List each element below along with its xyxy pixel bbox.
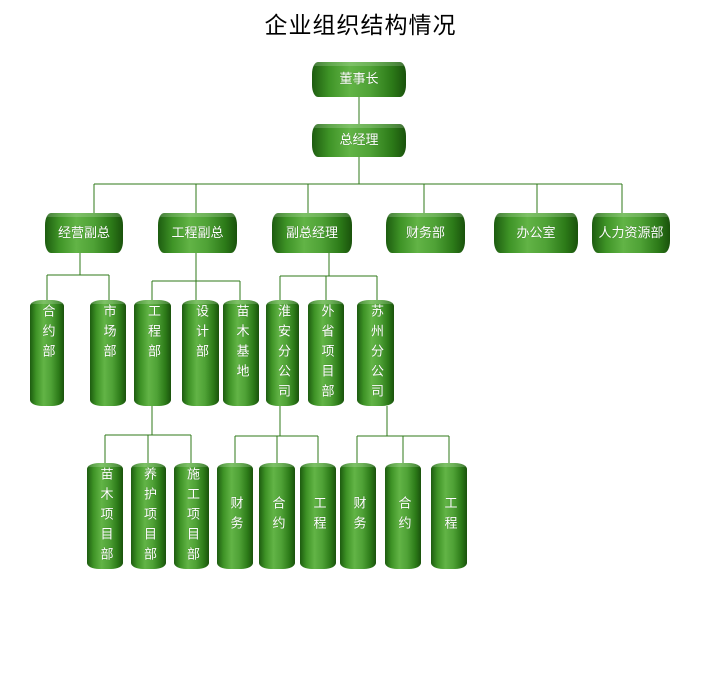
node-market-dept: 市场部 <box>90 300 126 406</box>
node-engineering-vp: 工程副总 <box>158 213 237 253</box>
node-design-dept: 设计部 <box>182 300 219 406</box>
node-contract-dept: 合约部 <box>30 300 64 406</box>
node-maintenance-project-dept: 养护项目部 <box>131 463 166 569</box>
node-office: 办公室 <box>494 213 578 253</box>
node-label: 设计部 <box>193 304 208 364</box>
node-nursery-base: 苗木基地 <box>223 300 259 406</box>
node-label: 外省项目部 <box>318 304 334 404</box>
chart-title: 企业组织结构情况 <box>264 13 457 39</box>
node-suzhou-contract: 合约 <box>385 463 421 569</box>
node-chairman: 董事长 <box>312 62 406 97</box>
node-hr-dept: 人力资源部 <box>592 213 670 253</box>
node-label: 合约 <box>269 496 285 536</box>
node-label: 苗木项目部 <box>97 467 113 567</box>
node-label: 淮安分公司 <box>275 304 290 404</box>
node-label: 苗木基地 <box>233 304 249 384</box>
node-construction-project-dept: 施工项目部 <box>174 463 209 569</box>
node-external-project-dept: 外省项目部 <box>308 300 344 406</box>
node-general-manager: 总经理 <box>312 124 406 157</box>
node-suzhou-finance: 财务 <box>340 463 376 569</box>
node-nursery-project-dept: 苗木项目部 <box>87 463 123 569</box>
node-operations-vp: 经营副总 <box>45 213 123 253</box>
node-huaian-engineering: 工程 <box>300 463 336 569</box>
node-label: 合约 <box>395 496 411 536</box>
node-finance-dept: 财务部 <box>386 213 465 253</box>
node-label: 市场部 <box>100 304 116 364</box>
node-label: 合约部 <box>39 304 55 364</box>
node-label: 财务 <box>350 496 366 536</box>
node-suzhou-engineering: 工程 <box>431 463 467 569</box>
node-label: 工程部 <box>145 304 160 364</box>
node-deputy-gm: 副总经理 <box>272 213 352 253</box>
node-suzhou-branch: 苏州分公司 <box>357 300 394 406</box>
node-label: 工程 <box>441 496 457 536</box>
node-huaian-finance: 财务 <box>217 463 253 569</box>
node-label: 苏州分公司 <box>368 304 383 404</box>
node-huaian-branch: 淮安分公司 <box>266 300 299 406</box>
node-huaian-contract: 合约 <box>259 463 295 569</box>
node-label: 施工项目部 <box>184 467 199 567</box>
node-engineering-dept: 工程部 <box>134 300 171 406</box>
node-label: 工程 <box>310 496 326 536</box>
node-label: 财务 <box>227 496 243 536</box>
node-label: 养护项目部 <box>141 467 156 567</box>
